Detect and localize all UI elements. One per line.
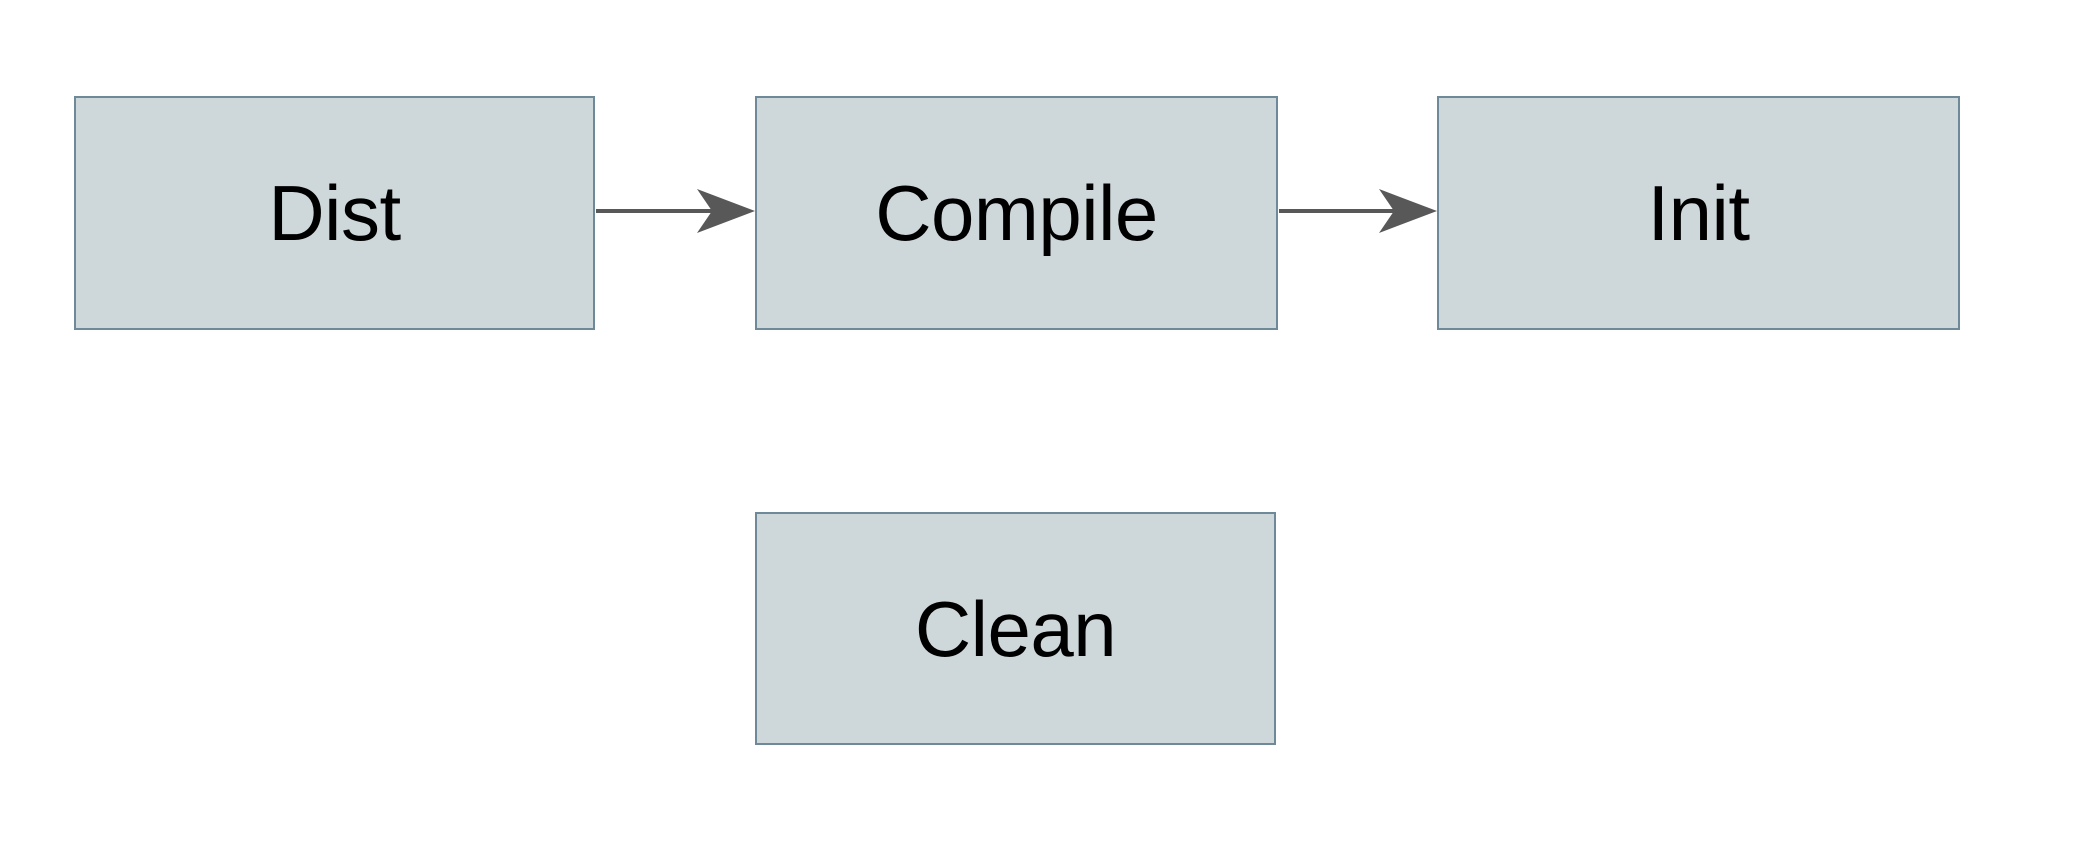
arrowhead-icon (1379, 189, 1437, 233)
node-clean[interactable]: Clean (755, 512, 1276, 745)
node-label: Compile (875, 169, 1158, 257)
node-compile[interactable]: Compile (755, 96, 1278, 330)
node-init[interactable]: Init (1437, 96, 1960, 330)
node-dist[interactable]: Dist (74, 96, 595, 330)
node-label: Dist (268, 169, 401, 257)
node-label: Clean (914, 584, 1117, 673)
edge-dist-to-compile (596, 189, 755, 233)
edge-compile-to-init (1279, 189, 1437, 233)
arrowhead-icon (697, 189, 755, 233)
node-label: Init (1647, 169, 1750, 257)
